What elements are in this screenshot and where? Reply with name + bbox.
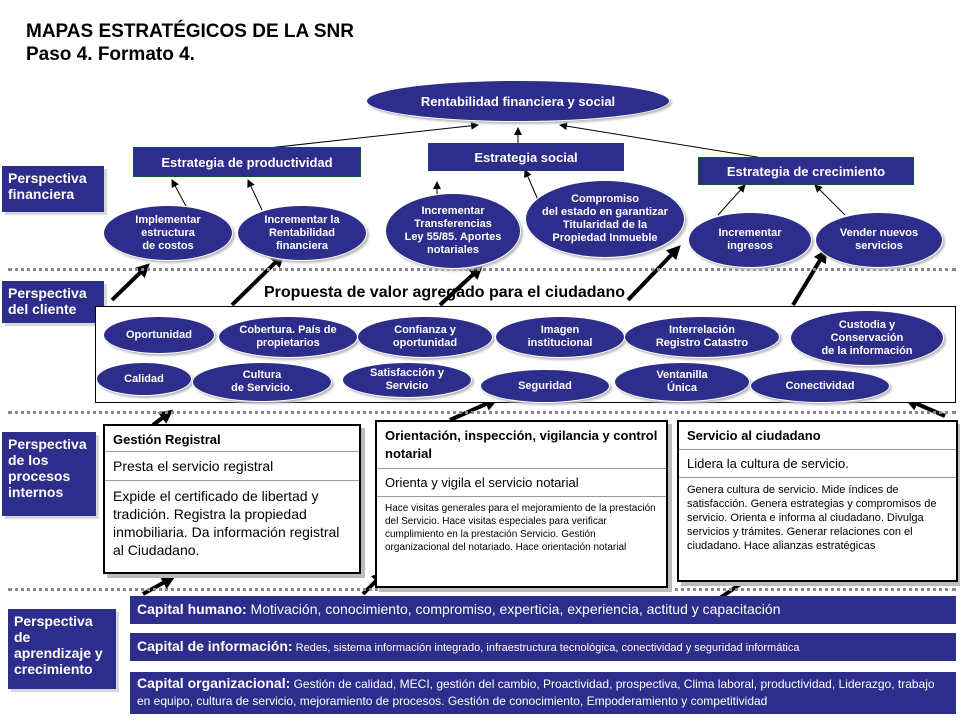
arrow-learn-proc-1 xyxy=(142,576,176,596)
client-cobertura: Cobertura. País de propietarios xyxy=(218,316,358,358)
capital-informacion-text: Redes, sistema información integrado, in… xyxy=(292,642,800,654)
process-registral-detail: Expide el certificado de libertad y trad… xyxy=(113,488,340,558)
title-line-2: Paso 4. Formato 4. xyxy=(26,44,195,65)
client-seguridad: Seguridad xyxy=(480,369,610,403)
perspective-financiera: Perspectiva financiera xyxy=(2,166,104,212)
arrow-crecimiento-goal xyxy=(559,122,776,161)
goal-rentabilidad-oval: Rentabilidad financiera y social xyxy=(366,80,670,122)
perspective-aprendizaje: Perspectiva de aprendizaje y crecimiento xyxy=(8,609,116,689)
capital-organizacional: Capital organizacional: Gestión de calid… xyxy=(130,672,956,714)
arrow-proc-client-1 xyxy=(151,409,174,427)
arrow-ingresos xyxy=(717,184,746,216)
arrow-client-ingresos xyxy=(791,248,828,307)
perspective-cliente: Perspectiva del cliente xyxy=(2,281,104,323)
client-calidad: Calidad xyxy=(96,362,192,396)
client-oportunidad: Oportunidad xyxy=(103,316,215,354)
strategy-crecimiento: Estrategia de crecimiento xyxy=(698,157,914,185)
client-title: Propuesta de valor agregado para el ciud… xyxy=(264,284,625,301)
arrow-proc-client-2 xyxy=(449,397,499,422)
client-cultura: Cultura de Servicio. xyxy=(192,362,332,402)
process-notarial-title: Orientación, inspección, vigilancia y co… xyxy=(377,422,666,469)
arrow-client-costos xyxy=(110,263,150,302)
strategy-productividad: Estrategia de productividad xyxy=(133,147,361,177)
process-notarial-detail: Hace visitas generales para el mejoramie… xyxy=(385,503,656,553)
objective-transferencias: Incrementar Transferencias Ley 55/85. Ap… xyxy=(385,193,521,269)
arrow-client-compromiso xyxy=(626,245,681,302)
title-line-1: MAPAS ESTRATÉGICOS DE LA SNR xyxy=(26,21,354,42)
objective-servicios: Vender nuevos servicios xyxy=(815,212,943,268)
process-gestion-registral: Gestión Registral Presta el servicio reg… xyxy=(103,424,361,574)
client-conectividad: Conectividad xyxy=(750,369,890,403)
page-title: MAPAS ESTRATÉGICOS DE LA SNR Paso 4. For… xyxy=(26,20,354,66)
capital-informacion: Capital de información: Redes, sistema i… xyxy=(130,633,956,661)
capital-humano: Capital humano: Motivación, conocimiento… xyxy=(130,596,956,624)
client-satisfaccion: Satisfacción y Servicio xyxy=(342,362,472,398)
objective-compromiso: Compromiso del estado en garantizar Titu… xyxy=(525,180,685,258)
client-imagen: Imagen institucional xyxy=(495,316,625,358)
process-registral-title: Gestión Registral xyxy=(105,426,359,452)
strategy-social: Estrategia social xyxy=(428,143,624,171)
arrow-client-transferencias xyxy=(438,265,483,307)
capital-organizacional-text: Gestión de calidad, MECI, gestión del ca… xyxy=(137,677,935,708)
client-custodia: Custodia y Conservación de la informació… xyxy=(790,310,944,366)
client-interrelacion: Interrelación Registro Catastro xyxy=(624,316,780,358)
client-ventanilla: Ventanilla Única xyxy=(614,362,750,402)
separator-2 xyxy=(8,411,956,414)
process-ciudadano-title: Servicio al ciudadano xyxy=(679,422,956,450)
process-servicio-ciudadano: Servicio al ciudadano Lidera la cultura … xyxy=(677,420,958,582)
process-registral-summary: Presta el servicio registral xyxy=(105,452,359,481)
process-notarial-summary: Orienta y vigila el servicio notarial xyxy=(377,469,666,497)
arrow-client-rentabilidad xyxy=(230,253,285,307)
perspective-procesos: Perspectiva de los procesos internos xyxy=(2,432,96,516)
process-ciudadano-detail: Genera cultura de servicio. Mide índices… xyxy=(687,484,937,552)
client-confianza: Confianza y oportunidad xyxy=(357,316,493,358)
separator-3 xyxy=(8,588,956,591)
arrow-servicios xyxy=(814,184,846,216)
arrow-rentabilidad xyxy=(247,179,263,211)
arrow-compromiso xyxy=(524,169,539,201)
objective-ingresos: Incrementar ingresos xyxy=(688,212,812,268)
objective-rentabilidad: Incrementar la Rentabilidad financiera xyxy=(237,205,367,261)
process-ciudadano-summary: Lidera la cultura de servicio. xyxy=(679,450,956,478)
objective-costos: Implementar estructura de costos xyxy=(103,205,233,261)
capital-informacion-label: Capital de información: xyxy=(137,638,293,654)
arrow-costos xyxy=(171,179,188,209)
process-notarial: Orientación, inspección, vigilancia y co… xyxy=(375,420,668,588)
arrow-productividad-goal xyxy=(249,121,479,151)
separator-1 xyxy=(8,268,956,271)
capital-humano-text: Motivación, conocimiento, compromiso, ex… xyxy=(246,601,781,617)
capital-organizacional-label: Capital organizacional: xyxy=(137,675,291,691)
capital-humano-label: Capital humano: xyxy=(137,601,247,617)
